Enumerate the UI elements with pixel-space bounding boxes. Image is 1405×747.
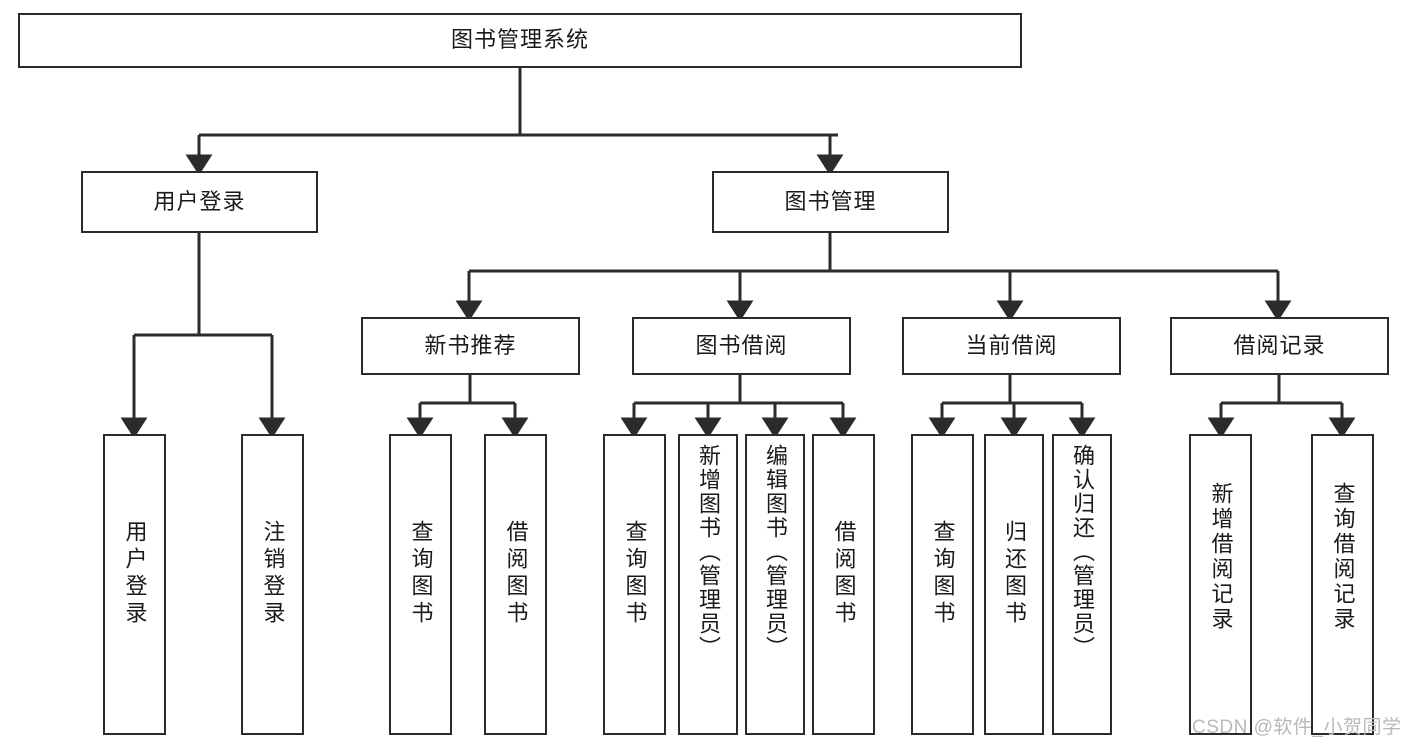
leaf-add-borrow-record[interactable]: 新增借阅记录 — [1189, 434, 1252, 735]
node-borrow-record[interactable]: 借阅记录 — [1170, 317, 1389, 375]
node-user-login[interactable]: 用户登录 — [81, 171, 318, 233]
leaf-edit-book-admin-label: 编辑图书（管理员） — [763, 444, 788, 660]
leaf-query-book-borrow-label: 查询图书 — [622, 520, 648, 628]
leaf-borrow-book[interactable]: 借阅图书 — [812, 434, 875, 735]
node-root-label: 图书管理系统 — [450, 27, 589, 53]
leaf-edit-book-admin[interactable]: 编辑图书（管理员） — [745, 434, 805, 735]
leaf-logout[interactable]: 注销登录 — [241, 434, 304, 735]
leaf-query-book-current[interactable]: 查询图书 — [911, 434, 974, 735]
leaf-logout-label: 注销登录 — [260, 520, 286, 628]
node-current-borrow[interactable]: 当前借阅 — [902, 317, 1121, 375]
leaf-query-book-borrow[interactable]: 查询图书 — [603, 434, 666, 735]
node-root[interactable]: 图书管理系统 — [18, 13, 1022, 68]
leaf-user-login[interactable]: 用户登录 — [103, 434, 166, 735]
leaf-query-borrow-record[interactable]: 查询借阅记录 — [1311, 434, 1374, 735]
node-book-borrow-label: 图书借阅 — [695, 332, 788, 358]
leaf-borrow-book-recommend[interactable]: 借阅图书 — [484, 434, 547, 735]
leaf-query-book-recommend[interactable]: 查询图书 — [389, 434, 452, 735]
node-current-borrow-label: 当前借阅 — [965, 332, 1058, 358]
node-book-management-label: 图书管理 — [784, 188, 877, 214]
node-user-login-label: 用户登录 — [153, 188, 246, 214]
leaf-query-book-current-label: 查询图书 — [930, 520, 956, 628]
leaf-borrow-book-label: 借阅图书 — [831, 520, 857, 628]
node-new-book-recommend-label: 新书推荐 — [424, 332, 517, 358]
leaf-add-book-admin-label: 新增图书（管理员） — [696, 444, 721, 660]
leaf-return-book-label: 归还图书 — [1002, 520, 1027, 628]
leaf-add-book-admin[interactable]: 新增图书（管理员） — [678, 434, 738, 735]
leaf-confirm-return-admin[interactable]: 确认归还（管理员） — [1052, 434, 1112, 735]
node-new-book-recommend[interactable]: 新书推荐 — [361, 317, 580, 375]
leaf-add-borrow-record-label: 新增借阅记录 — [1208, 482, 1234, 632]
leaf-user-login-label: 用户登录 — [122, 520, 148, 628]
node-book-borrow[interactable]: 图书借阅 — [632, 317, 851, 375]
leaf-query-borrow-record-label: 查询借阅记录 — [1330, 482, 1356, 632]
leaf-query-book-recommend-label: 查询图书 — [408, 520, 434, 628]
leaf-borrow-book-recommend-label: 借阅图书 — [503, 520, 529, 628]
leaf-return-book[interactable]: 归还图书 — [984, 434, 1044, 735]
leaf-confirm-return-admin-label: 确认归还（管理员） — [1070, 444, 1095, 660]
node-borrow-record-label: 借阅记录 — [1233, 332, 1326, 358]
node-book-management[interactable]: 图书管理 — [712, 171, 949, 233]
